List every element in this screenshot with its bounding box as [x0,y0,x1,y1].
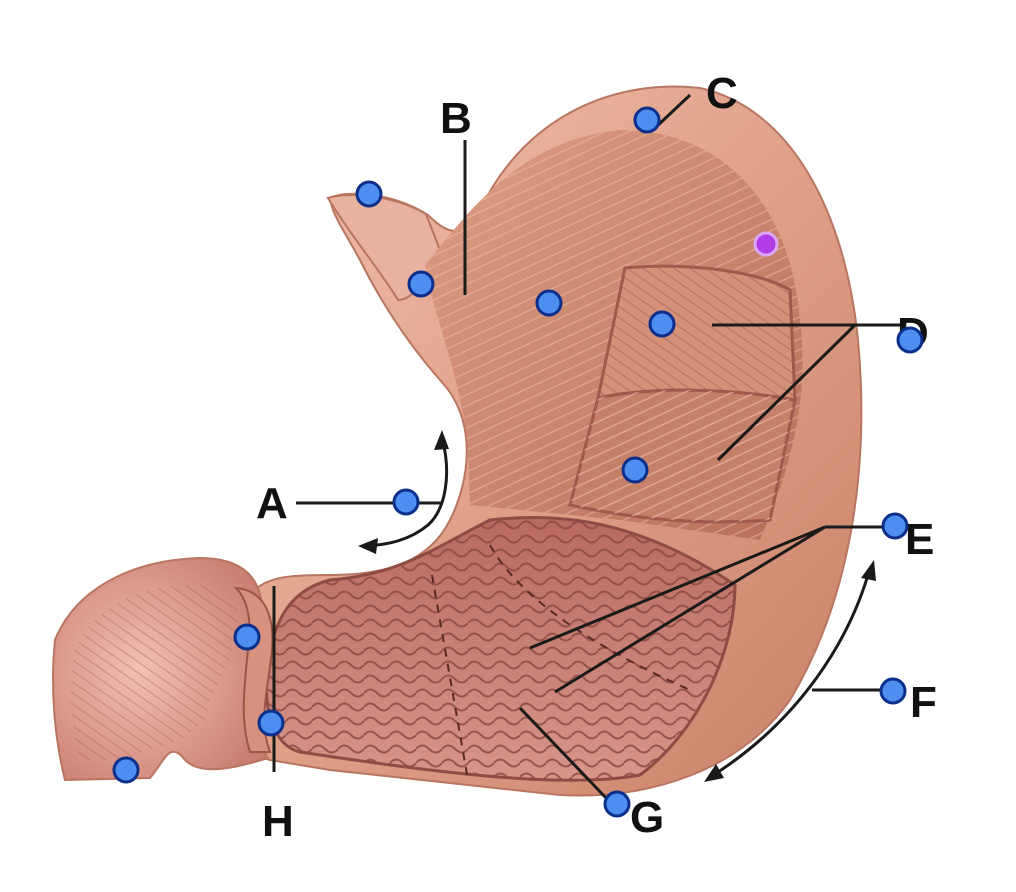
muscle-window-upper-fibers [598,266,795,400]
label-h: H [262,797,294,846]
greater-curvature-arrowhead-up [861,560,876,581]
hotspot-markers [112,106,924,818]
label-b: B [440,94,472,143]
label-f: F [910,678,937,727]
hotspot-3[interactable] [535,289,563,317]
hotspot-12[interactable] [257,709,285,737]
muscle-window-lower-fibers [570,390,795,522]
leader-e-3 [554,525,826,694]
lesser-curvature-arrowhead-left [358,538,378,554]
hotspot-1[interactable] [355,180,383,208]
hotspot-11[interactable] [879,677,907,705]
duodenum-folds [70,585,239,760]
hotspot-14[interactable] [753,231,779,257]
region-divider-2 [489,544,691,691]
label-g: G [630,793,664,842]
hotspot-9[interactable] [881,512,909,540]
leader-c [653,93,692,130]
lesser-curvature-arrow [364,437,449,548]
greater-curvature-arrowhead-down [704,764,724,782]
hotspot-4[interactable] [633,106,661,134]
leader-g [518,706,610,802]
rugae-folds [266,517,735,781]
hotspot-10[interactable] [233,623,261,651]
hotspot-2[interactable] [407,270,435,298]
leader-e-2 [529,525,826,650]
hotspot-6[interactable] [896,326,924,354]
hotspot-15[interactable] [603,790,631,818]
hotspot-7[interactable] [621,456,649,484]
label-c: C [706,69,738,118]
leader-d-2 [716,323,857,462]
label-e: E [905,515,934,564]
label-a: A [256,479,288,528]
hotspot-5[interactable] [648,310,676,338]
region-divider-1 [431,574,469,781]
greater-curvature-arrow [711,567,872,778]
lesser-curvature-arrowhead-up [434,430,449,450]
hotspot-13[interactable] [112,756,140,784]
hotspot-8[interactable] [392,488,420,516]
